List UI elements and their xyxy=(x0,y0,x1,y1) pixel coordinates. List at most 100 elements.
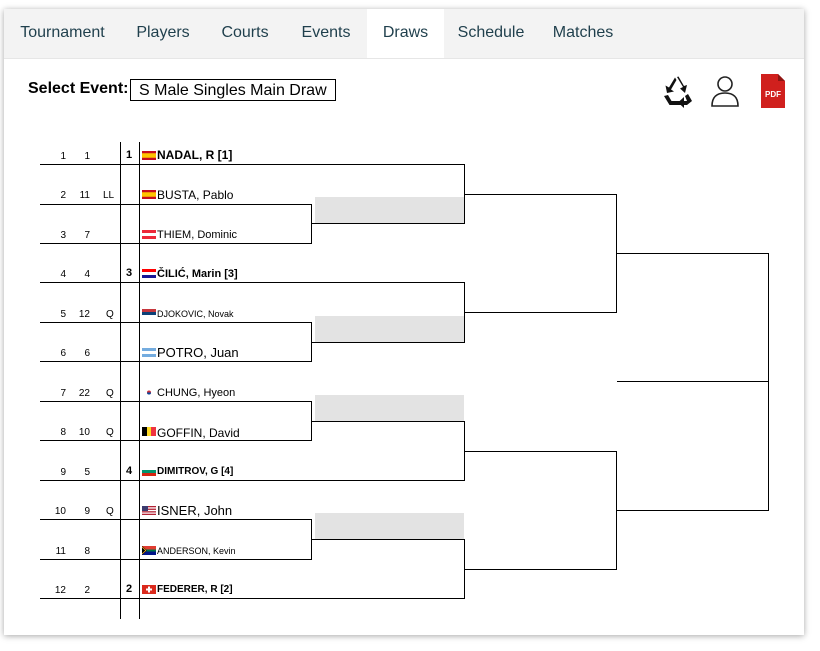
player-name[interactable]: THIEM, Dominic xyxy=(157,229,238,241)
match-connector xyxy=(616,451,617,570)
player-line xyxy=(40,243,312,244)
seed-number: 3 xyxy=(125,267,133,279)
player-rank: 8 xyxy=(84,546,90,557)
player-line xyxy=(40,164,465,165)
tab-courts[interactable]: Courts xyxy=(221,24,269,41)
usa-flag-icon xyxy=(142,506,156,515)
switzerland-flag-icon xyxy=(142,585,156,594)
player-rank: 9 xyxy=(84,506,90,517)
entry-type: LL xyxy=(103,190,115,201)
player-name[interactable]: CHUNG, Hyeon xyxy=(157,387,236,399)
bulgaria-flag-icon xyxy=(142,467,156,476)
match-connector xyxy=(463,164,465,224)
match-connector xyxy=(616,194,617,313)
draw-position: 3 xyxy=(60,230,66,241)
winner-line xyxy=(312,421,464,422)
winner-line xyxy=(465,569,617,570)
player-name[interactable]: NADAL, R [1] xyxy=(157,148,233,162)
match-connector xyxy=(768,253,769,511)
player-rank: 1 xyxy=(84,151,90,162)
event-select[interactable]: S Male Singles Main Draw xyxy=(130,79,336,101)
match-connector xyxy=(311,204,312,244)
select-event-label: Select Event: xyxy=(28,80,129,97)
pdf-icon[interactable]: PDF xyxy=(761,74,785,108)
player-rank: 6 xyxy=(84,348,90,359)
recycle-icon[interactable] xyxy=(660,74,694,108)
player-line xyxy=(40,480,465,481)
serbia-flag-icon xyxy=(142,309,156,318)
draw-position: 4 xyxy=(60,269,66,280)
tab-matches[interactable]: Matches xyxy=(552,24,614,41)
player-rank: 2 xyxy=(84,585,90,596)
winner-line xyxy=(617,253,769,254)
player-rank: 5 xyxy=(84,467,90,478)
draw-position: 11 xyxy=(55,546,66,557)
player-name[interactable]: GOFFIN, David xyxy=(157,426,240,440)
player-line xyxy=(40,204,312,205)
match-connector xyxy=(311,322,312,362)
player-rank: 22 xyxy=(78,388,90,399)
winner-line xyxy=(465,312,617,313)
belgium-flag-icon xyxy=(142,427,156,436)
player-rank: 10 xyxy=(78,427,90,438)
player-rank: 11 xyxy=(79,190,90,201)
draw-position: 12 xyxy=(54,585,66,596)
player-rank: 12 xyxy=(78,309,90,320)
winner-line xyxy=(312,223,464,224)
match-connector xyxy=(311,401,312,441)
tab-draws[interactable]: Draws xyxy=(367,9,444,58)
draw-position: 2 xyxy=(60,190,66,201)
user-icon[interactable] xyxy=(709,74,741,108)
entry-type: Q xyxy=(106,427,114,438)
draw-position: 7 xyxy=(60,388,66,399)
argentina-flag-icon xyxy=(142,348,156,357)
player-line xyxy=(40,282,465,283)
draw-position: 6 xyxy=(60,348,66,359)
draw-position: 8 xyxy=(60,427,66,438)
winner-slot xyxy=(315,197,464,223)
player-line xyxy=(40,361,312,362)
winner-line xyxy=(465,194,617,195)
match-connector xyxy=(311,519,312,560)
player-name[interactable]: POTRO, Juan xyxy=(157,345,239,360)
winner-line xyxy=(312,539,464,540)
korea-flag-icon xyxy=(142,388,156,397)
seed-number: 4 xyxy=(125,465,133,477)
match-connector xyxy=(463,282,465,343)
player-rank: 4 xyxy=(84,269,90,280)
player-name[interactable]: ISNER, John xyxy=(157,503,233,518)
south-africa-flag-icon xyxy=(142,546,156,555)
tab-tournament[interactable]: Tournament xyxy=(20,24,105,41)
bracket-column-divider xyxy=(139,142,140,619)
winner-line xyxy=(465,451,617,452)
player-name[interactable]: DJOKOVIC, Novak xyxy=(157,309,234,319)
player-line xyxy=(40,440,312,441)
player-name[interactable]: ANDERSON, Kevin xyxy=(157,546,236,556)
seed-number: 1 xyxy=(125,149,133,161)
player-line xyxy=(40,519,312,520)
winner-line xyxy=(617,510,769,511)
draw-position: 1 xyxy=(60,151,66,162)
player-rank: 7 xyxy=(84,230,90,241)
player-line xyxy=(40,322,312,323)
entry-type: Q xyxy=(106,388,114,399)
entry-type: Q xyxy=(106,506,114,517)
draw-position: 9 xyxy=(60,467,66,478)
player-line xyxy=(40,598,465,599)
tab-events[interactable]: Events xyxy=(301,24,351,41)
spain-flag-icon xyxy=(142,151,156,160)
winner-slot xyxy=(315,513,464,539)
player-name[interactable]: FEDERER, R [2] xyxy=(157,584,233,595)
tab-bar: Tournament Players Courts Events Draws S… xyxy=(4,9,804,59)
match-connector xyxy=(463,421,465,481)
tab-schedule[interactable]: Schedule xyxy=(457,24,525,41)
pdf-label: PDF xyxy=(765,90,781,99)
spain-flag-icon xyxy=(142,190,156,199)
player-name[interactable]: ČILIĆ, Marin [3] xyxy=(157,268,238,280)
draw-position: 5 xyxy=(60,309,66,320)
bracket-column-divider xyxy=(120,142,121,619)
tab-players[interactable]: Players xyxy=(136,24,190,41)
player-name[interactable]: BUSTA, Pablo xyxy=(157,188,234,202)
player-name[interactable]: DIMITROV, G [4] xyxy=(157,466,234,477)
